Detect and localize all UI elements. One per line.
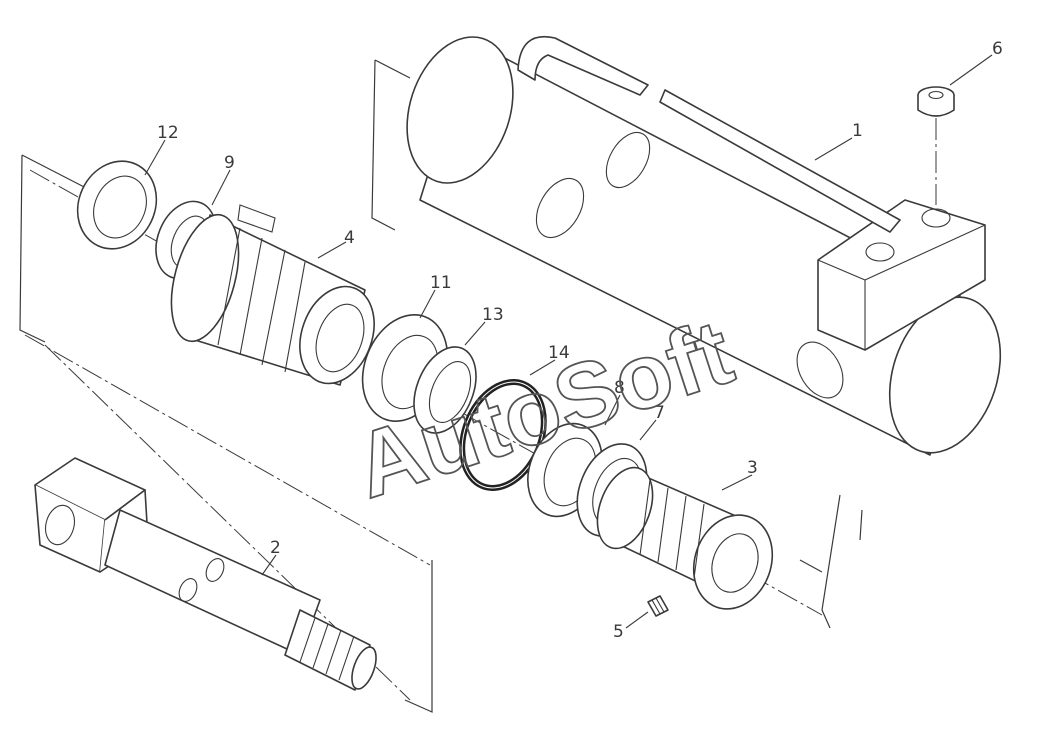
leader-3: [721, 474, 753, 491]
callout-1: 1: [852, 121, 863, 141]
callout-9: 9: [224, 153, 235, 173]
leader-9: [211, 169, 231, 206]
callout-12: 12: [157, 123, 179, 143]
callout-5: 5: [613, 622, 624, 642]
callout-11: 11: [430, 273, 452, 293]
leader-5: [625, 611, 649, 629]
callout-6: 6: [992, 39, 1003, 59]
part-1-cylinder-barrel: [406, 36, 1002, 456]
lower-assembly-frame: [19, 154, 823, 713]
leader-12: [144, 139, 166, 176]
part-5-set-screw: [647, 595, 669, 617]
leader-13: [464, 321, 486, 346]
part-12-seal-ring: [76, 160, 158, 250]
callout-7: 7: [654, 403, 665, 423]
leader-8: [604, 394, 621, 426]
leader-1: [814, 137, 853, 161]
upper-assembly-frame: [371, 59, 863, 629]
leader-2: [261, 554, 277, 576]
part-6-screw: [917, 86, 955, 117]
part-3-piston: [596, 466, 774, 610]
leader-7: [639, 419, 657, 441]
leader-14: [529, 359, 556, 376]
leader-11: [419, 289, 436, 319]
part-4-cylinder-head: [170, 204, 375, 386]
callout-3: 3: [747, 458, 758, 478]
callout-8: 8: [614, 378, 625, 398]
part-13-ring: [413, 346, 477, 434]
callout-4: 4: [344, 228, 355, 248]
lower-axis: [24, 334, 431, 566]
part-2-piston-rod: [34, 457, 377, 691]
callout-13: 13: [482, 305, 504, 325]
callout-2: 2: [270, 538, 281, 558]
leader-6: [949, 54, 993, 86]
leader-4: [317, 241, 347, 259]
callout-14: 14: [548, 343, 570, 363]
